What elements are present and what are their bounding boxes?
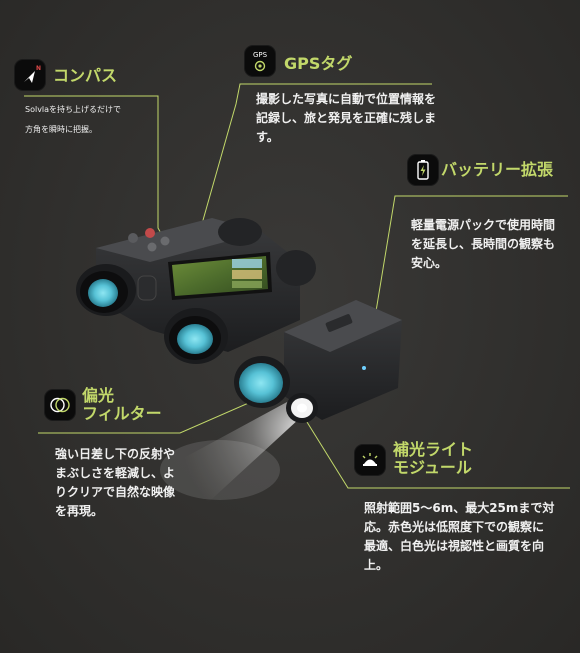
gps-description: 撮影した写真に自動で位置情報を 記録し、旅と発見を正確に残しま す。 (256, 92, 437, 144)
light-description: 照射範囲5～6m、最大25mまで対 応。赤色光は低照度下での観察に 最適、白色光… (364, 501, 555, 572)
battery-title: バッテリー拡張 (441, 160, 554, 179)
compass-icon: N (15, 60, 45, 90)
light-title: 補光ライト モジュール (393, 440, 474, 477)
left-objective-lens (88, 279, 118, 307)
polarizer-description: 強い日差し下の反射や まぶしさを軽減し、よ りクリアで自然な映像 を再現。 (55, 447, 176, 518)
light-callout-line (301, 413, 570, 489)
right-objective-lens (177, 324, 213, 354)
svg-text:GPS: GPS (253, 51, 268, 59)
compass-description: Solvlaを持ち上げるだけで 方角を瞬時に把握。 (25, 105, 122, 134)
polarizer-callout-line (38, 397, 261, 434)
accessory-module (234, 300, 402, 423)
compass-title: コンパス (53, 66, 118, 85)
light-beam (180, 395, 300, 510)
gps-location-icon: GPS (245, 46, 275, 76)
polarizing-filter-icon (45, 390, 75, 420)
beam-glow (160, 440, 280, 500)
light-module-icon (355, 445, 385, 475)
svg-text:N: N (36, 65, 41, 72)
battery-description: 軽量電源パックで使用時間 を延長し、長時間の観察も 安心。 (411, 218, 556, 270)
status-led (362, 366, 366, 370)
binocular-body (76, 218, 316, 364)
polarizer-lens (239, 363, 283, 403)
gps-callout-line (189, 83, 432, 267)
battery-charging-icon (408, 155, 438, 185)
polarizer-title: 偏光 フィルター (82, 386, 162, 423)
gps-title: GPSタグ (284, 54, 353, 73)
